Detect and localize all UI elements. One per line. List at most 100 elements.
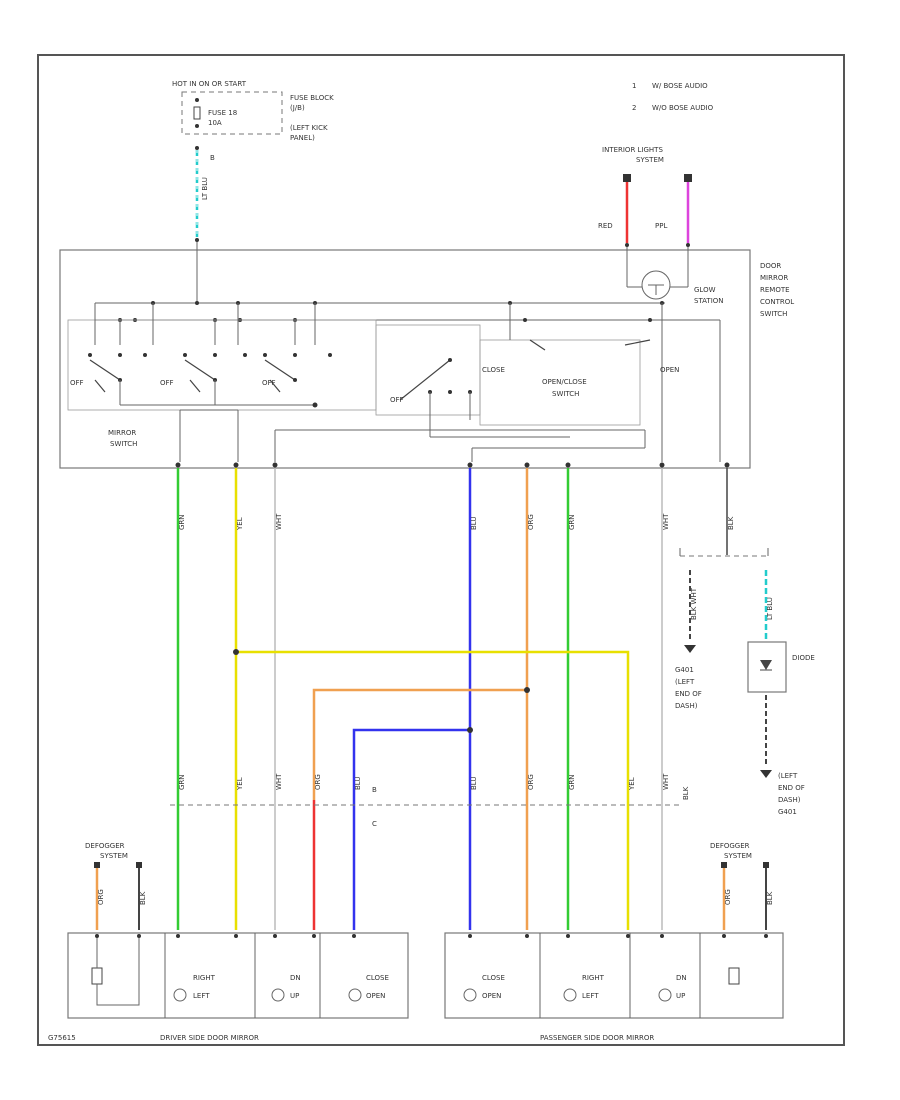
defogger-right-wire-2: BLK: [766, 891, 774, 905]
legend: 1 W/ BOSE AUDIO 2 W/O BOSE AUDIO: [632, 82, 714, 112]
wire-lower-label-9: YEL: [628, 777, 636, 791]
pass-close-label: CLOSE: [482, 974, 505, 982]
wire-lower-label-4: ORG: [314, 774, 322, 790]
fuse-amps: 10A: [208, 119, 222, 127]
driver-right-label: RIGHT: [193, 974, 216, 982]
motor-icon: [348, 988, 362, 1002]
wire-lower-label-10: WHT: [662, 773, 670, 790]
pass-left-label: LEFT: [582, 992, 599, 1000]
wire-top-label-1: GRN: [178, 514, 186, 530]
diagram-code: G75615: [48, 1034, 76, 1042]
interior-lights: INTERIOR LIGHTS SYSTEM RED PPL: [598, 146, 692, 247]
pass-dn-label: DN: [676, 974, 687, 982]
legend-text-1: W/ BOSE AUDIO: [652, 82, 708, 90]
fuse-block-label-2: (J/B): [290, 104, 305, 112]
wire-lower-label-8: GRN: [568, 774, 576, 790]
mirror-switch-label-2: SWITCH: [110, 440, 137, 448]
wire-blkwht-label: BLK WHT: [690, 587, 698, 620]
legend-num-2: 2: [632, 104, 636, 112]
wire-lower-label-3: WHT: [275, 773, 283, 790]
ground-left-2: END OF: [675, 690, 702, 698]
defogger-left-label-2: SYSTEM: [100, 852, 128, 860]
pass-open-label: OPEN: [482, 992, 501, 1000]
wire-lower-label-2: YEL: [236, 777, 244, 791]
off-label-3: OFF: [262, 379, 276, 387]
wire-lower-label-7: ORG: [527, 774, 535, 790]
remote-switch-line-3: REMOTE: [760, 286, 790, 294]
connector-mark-c: C: [372, 820, 377, 828]
wire-harness: DIODE (LEFT END OF DASH) G401 G401 (LEFT…: [170, 462, 815, 930]
diagram-frame: [37, 54, 845, 1046]
lower-wire-labels: GRN YEL WHT ORG BLU BLU ORG GRN YEL WHT …: [178, 773, 690, 800]
wire-top-label-4: BLU: [470, 517, 478, 530]
motor-icon: [173, 988, 187, 1002]
legend-text-2: W/O BOSE AUDIO: [652, 104, 714, 112]
heater-icon: [91, 967, 103, 985]
wire-red-label: RED: [598, 222, 613, 230]
pass-right-label: RIGHT: [582, 974, 605, 982]
off-label-1: OFF: [70, 379, 84, 387]
ground-right-1: (LEFT: [778, 772, 798, 780]
motor-icon: [658, 988, 672, 1002]
ground-right-3: DASH): [778, 796, 801, 804]
remote-control-switch-box: [59, 249, 751, 469]
remote-switch-line-5: SWITCH: [760, 310, 787, 318]
diode-icon: [760, 660, 772, 670]
wire-top-label-6: GRN: [568, 514, 576, 530]
driver-close-label: CLOSE: [366, 974, 389, 982]
driver-open-label: OPEN: [366, 992, 385, 1000]
wire-top-label-7: WHT: [662, 513, 670, 530]
wire-top-label-5: ORG: [527, 514, 535, 530]
open-close-switch: OFF CLOSE OPEN OPEN/CLOSE SWITCH: [275, 303, 679, 462]
fuse-number: FUSE 18: [208, 109, 237, 117]
remote-switch-line-4: CONTROL: [760, 298, 794, 306]
oc-switch-label-1: OPEN/CLOSE: [542, 378, 587, 386]
remote-switch-line-2: MIRROR: [760, 274, 788, 282]
fuse-block-label: FUSE BLOCK: [290, 94, 334, 102]
remote-switch-label: DOOR MIRROR REMOTE CONTROL SWITCH: [760, 262, 794, 318]
fuse-block-outline: [181, 91, 283, 135]
connector-mark-b: B: [372, 786, 377, 794]
wire-lower-label-1: GRN: [178, 774, 186, 790]
ground-right-id: G401: [778, 808, 797, 816]
wire-lower-label-11: BLK: [682, 786, 690, 800]
open-label: OPEN: [660, 366, 679, 374]
wire-lower-label-6: BLU: [470, 777, 478, 790]
glow-label-1: GLOW: [694, 286, 716, 294]
driver-side-mirror: RIGHT LEFT DN UP CLOSE OPEN DRIVER SIDE …: [67, 932, 409, 1042]
defogger-right-wire-1: ORG: [724, 889, 732, 905]
fuse-block-label-4: PANEL): [290, 134, 315, 142]
wire-top-label-8: BLK: [727, 516, 735, 530]
power-connector-label: B: [210, 154, 215, 162]
top-wire-labels: GRN YEL WHT BLU ORG GRN WHT BLK LT BLU B…: [178, 513, 774, 620]
close-label: CLOSE: [482, 366, 505, 374]
wire-top-label-2: YEL: [236, 517, 244, 531]
remote-switch-line-1: DOOR: [760, 262, 781, 270]
interior-lights-label-2: SYSTEM: [636, 156, 664, 164]
fuse-block-label-3: (LEFT KICK: [290, 124, 328, 132]
power-wire-label: LT BLU: [201, 177, 209, 200]
glow-label-2: STATION: [694, 297, 724, 305]
driver-left-label: LEFT: [193, 992, 210, 1000]
defogger-right-label-1: DEFOGGER: [710, 842, 750, 850]
wire-lower-label-5: BLU: [354, 777, 362, 790]
ground-left-1: (LEFT: [675, 678, 695, 686]
pass-mirror-label: PASSENGER SIDE DOOR MIRROR: [540, 1034, 654, 1042]
glow-lamp-icon: [641, 270, 671, 300]
wire-ppl-label: PPL: [655, 222, 667, 230]
fuse-block: HOT IN ON OR START FUSE 18 10A FUSE BLOC…: [172, 80, 334, 242]
driver-dn-label: DN: [290, 974, 301, 982]
diode-box: [747, 641, 787, 693]
driver-mirror-label: DRIVER SIDE DOOR MIRROR: [160, 1034, 259, 1042]
off-label-2: OFF: [160, 379, 174, 387]
defogger-left-label-1: DEFOGGER: [85, 842, 125, 850]
motor-icon: [463, 988, 477, 1002]
wire-diode-label: LT BLU: [766, 597, 774, 620]
ground-g401-left-icon: [684, 645, 696, 653]
defogger-left-wire-2: BLK: [139, 891, 147, 905]
interior-lights-label: INTERIOR LIGHTS: [602, 146, 663, 154]
hot-label: HOT IN ON OR START: [172, 80, 247, 88]
glow-station: GLOW STATION: [626, 247, 724, 305]
oc-switch-label-2: SWITCH: [552, 390, 579, 398]
